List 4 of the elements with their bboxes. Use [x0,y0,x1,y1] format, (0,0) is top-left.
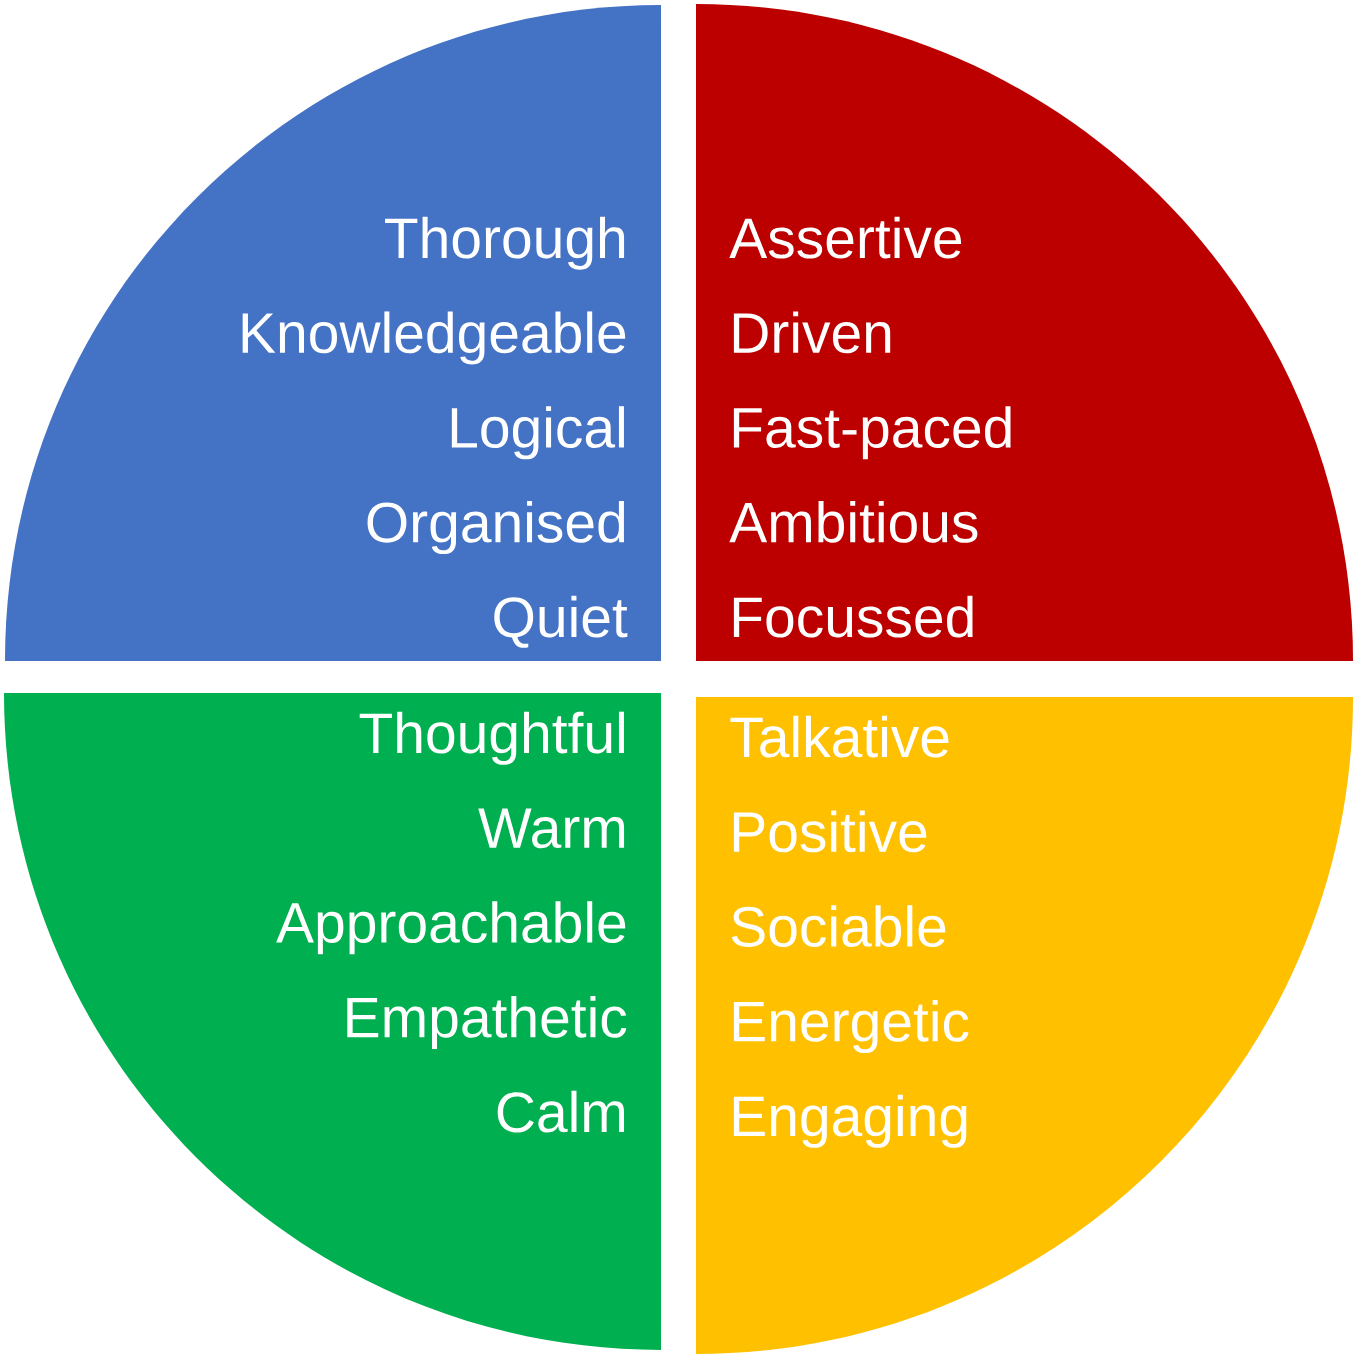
quadrant-sector: Thorough Knowledgeable Logical Organised Quiet [5,5,661,661]
quadrant-sector: Talkative Positive Sociable Energetic Engaging [696,697,1354,1354]
quadrant-sector: Thoughtful Warm Approachable Empathetic Calm [4,693,661,1350]
quadrant-sector: Assertive Driven Fast-paced Ambitious Focussed [696,3,1353,661]
